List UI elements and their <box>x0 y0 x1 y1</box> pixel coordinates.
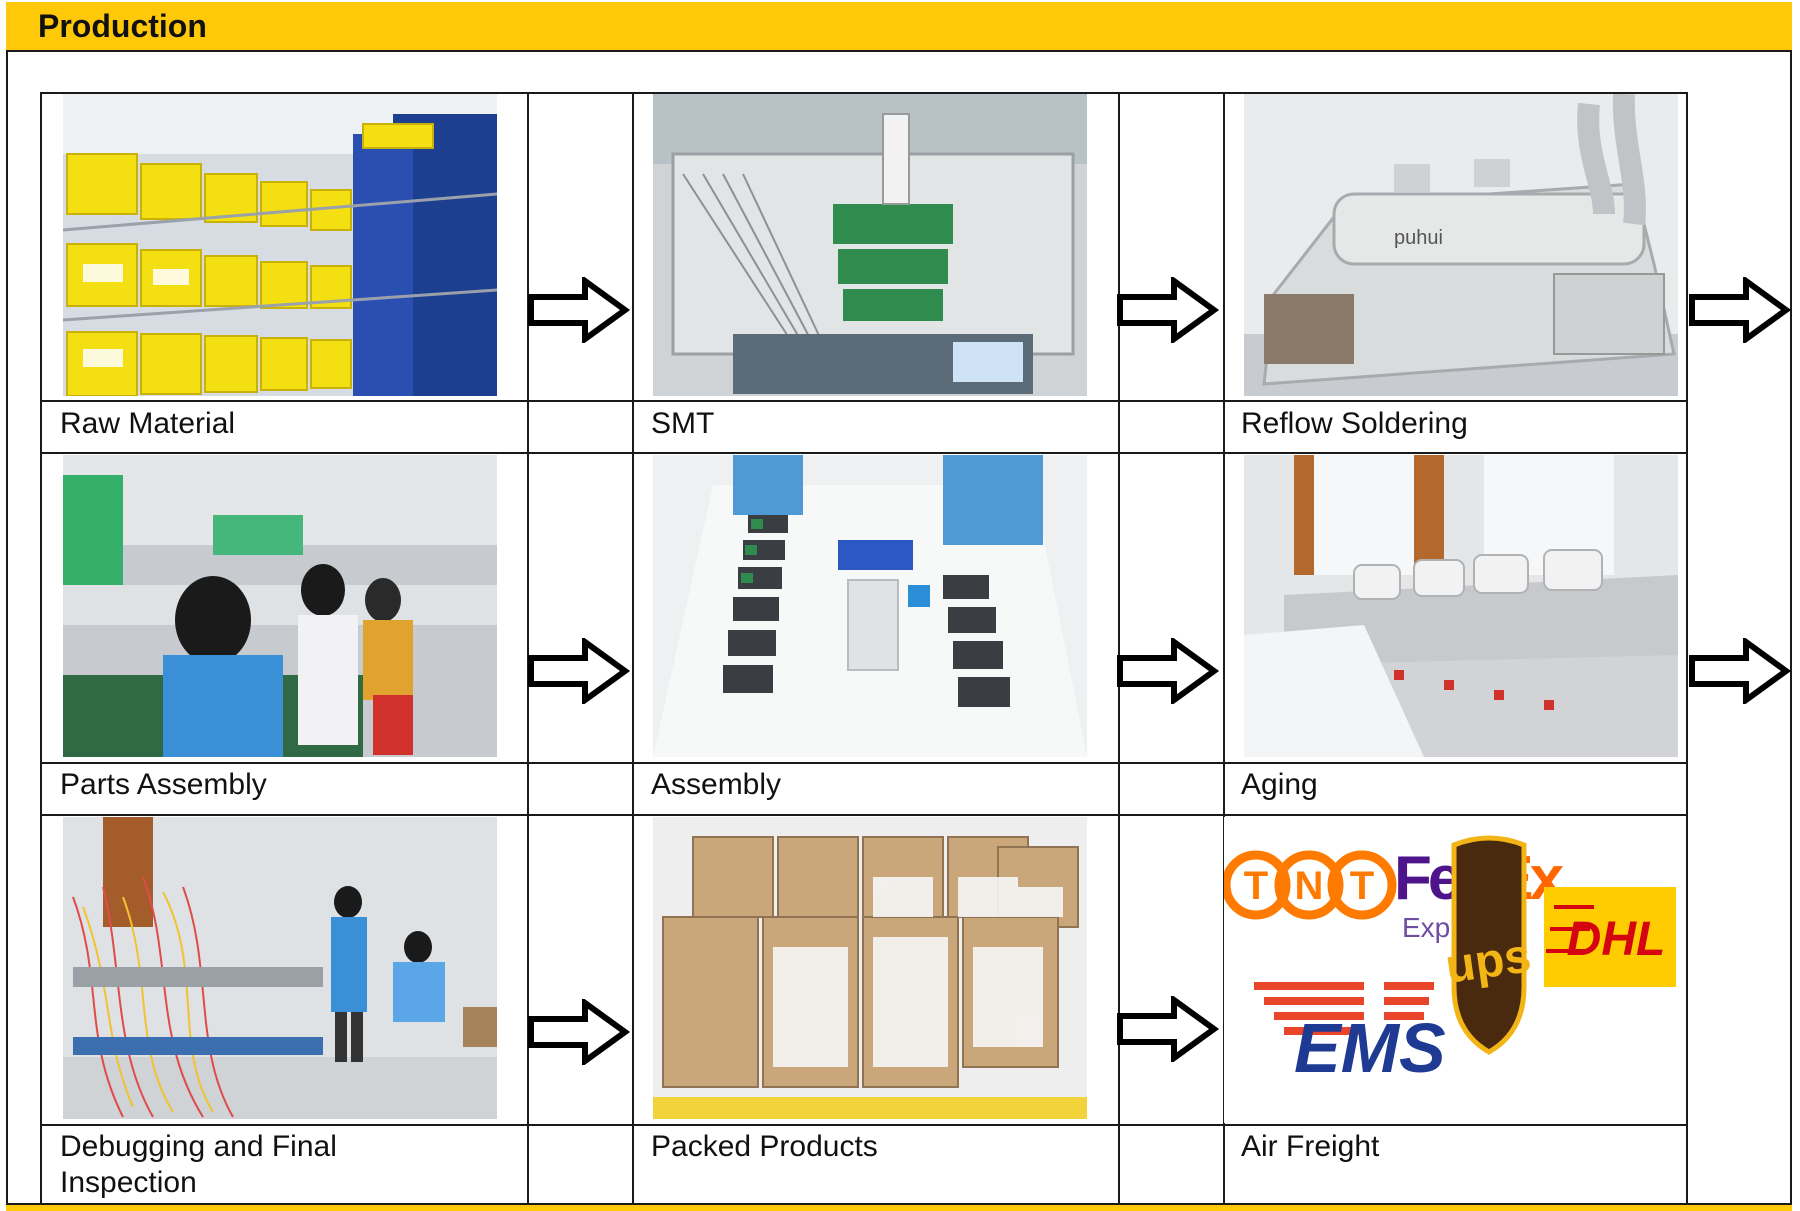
step-label-aging: Aging <box>1241 768 1318 801</box>
step-label-air-freight: Air Freight <box>1241 1130 1380 1163</box>
step-label-reflow-soldering: Reflow Soldering <box>1241 407 1468 440</box>
grid-divider <box>1118 92 1120 1207</box>
grid-divider <box>527 92 529 1207</box>
grid-divider <box>1223 92 1225 1207</box>
grid-divider <box>40 452 1688 454</box>
aging-test-rack-photo <box>1244 455 1678 757</box>
ups-logo: ups <box>1442 835 1534 1055</box>
step-label-parts-assembly: Parts Assembly <box>60 768 267 801</box>
grid-divider <box>40 762 1688 764</box>
step-label-debugging-inspection: Debugging and Final Inspection <box>60 1130 337 1199</box>
pick-and-place-machine-photo <box>653 94 1087 396</box>
right-arrow-icon <box>1688 277 1792 343</box>
grid-divider <box>40 1124 1688 1126</box>
page-title: Production <box>38 8 207 44</box>
ems-text: EMS <box>1294 1009 1446 1087</box>
dhl-text: DHL <box>1567 913 1666 966</box>
reflow-oven-photo: puhui <box>1244 94 1678 396</box>
dhl-logo: DHL <box>1544 887 1676 987</box>
right-arrow-icon <box>527 999 631 1065</box>
grid-divider <box>40 400 1688 402</box>
step-label-smt: SMT <box>651 407 715 440</box>
tnt-letter: N <box>1295 864 1324 908</box>
step-label-assembly: Assembly <box>651 768 782 801</box>
ems-logo: EMS <box>1254 982 1446 1087</box>
ups-text: ups <box>1442 929 1534 993</box>
right-arrow-icon <box>527 638 631 704</box>
assembly-table-photo <box>653 455 1087 757</box>
assembly-line-workers-photo <box>63 455 497 757</box>
tnt-logo: T N T <box>1224 850 1397 920</box>
courier-logos: T N T FedEx Express EMS ups DHL <box>1224 817 1686 1123</box>
right-arrow-icon <box>1116 277 1220 343</box>
right-arrow-icon <box>527 277 631 343</box>
right-arrow-icon <box>1688 638 1792 704</box>
step-label-packed-products: Packed Products <box>651 1130 878 1163</box>
footer-bar <box>6 1203 1792 1211</box>
grid-divider <box>40 814 1688 816</box>
tnt-letter: T <box>1350 864 1374 908</box>
grid-divider <box>632 92 634 1207</box>
right-arrow-icon <box>1116 996 1220 1062</box>
header-bar: Production <box>6 2 1792 52</box>
step-label-raw-material: Raw Material <box>60 407 236 440</box>
right-arrow-icon <box>1116 638 1220 704</box>
parts-shelves-photo <box>63 94 497 396</box>
inspection-station-photo <box>63 817 497 1119</box>
svg-text:puhui: puhui <box>1394 227 1443 249</box>
cardboard-boxes-photo <box>653 817 1087 1119</box>
tnt-letter: T <box>1244 864 1268 908</box>
